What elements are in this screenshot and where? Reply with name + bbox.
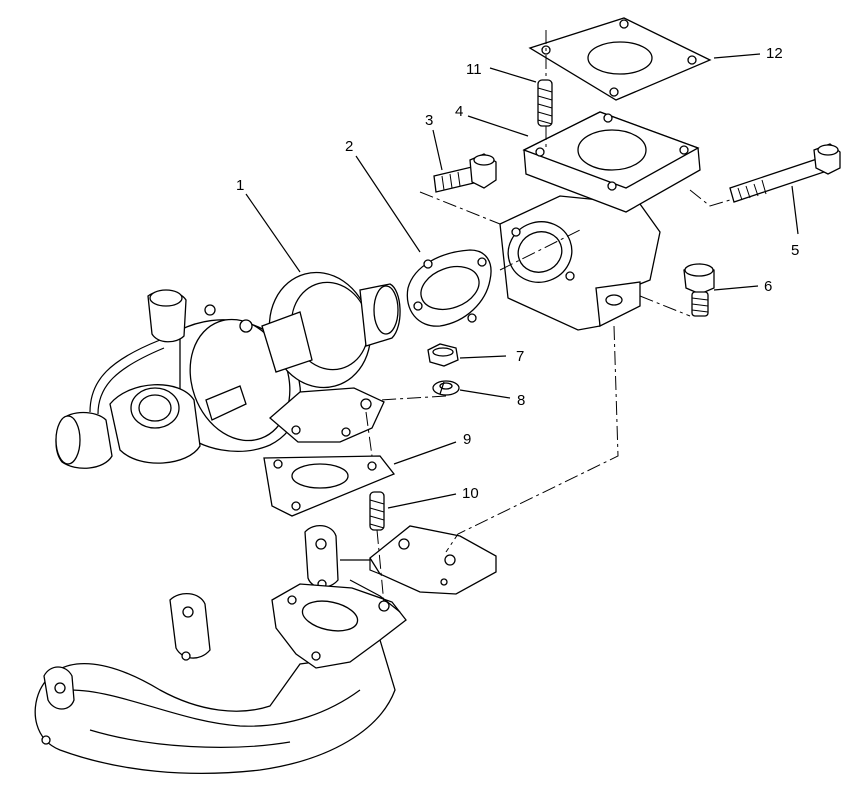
leader-6: [713, 285, 759, 291]
exhaust-manifold: [34, 525, 497, 775]
callout-10: 10: [462, 485, 479, 502]
callout-11: 11: [466, 61, 482, 78]
leader-4: [467, 115, 529, 137]
callout-4: 4: [455, 103, 463, 120]
stud-11: [537, 79, 553, 127]
leader-2: [355, 155, 421, 253]
gasket-12: [528, 17, 712, 101]
lock-washer-8: [432, 380, 460, 396]
callouts: 1 2 3 4 5 6 7 8 9 10 11 12: [236, 45, 799, 509]
callout-12: 12: [766, 45, 783, 62]
gasket-9: [263, 455, 396, 517]
leader-9: [393, 441, 457, 465]
leader-10: [387, 493, 457, 509]
callout-6: 6: [764, 278, 772, 295]
leader-3: [432, 129, 443, 171]
callout-7: 7: [516, 348, 524, 365]
assembly-center-lines: [365, 30, 731, 605]
leader-5: [791, 185, 799, 235]
leader-11: [489, 67, 537, 83]
callout-2: 2: [345, 138, 353, 155]
callout-9: 9: [463, 431, 471, 448]
bolt-3: [433, 153, 497, 193]
bolt-6: [683, 263, 715, 317]
gasket-2: [406, 249, 492, 327]
leader-1: [245, 193, 301, 273]
nut-7: [427, 343, 459, 367]
exhaust-elbow: [499, 111, 701, 331]
callout-5: 5: [791, 242, 799, 259]
turbocharger: [55, 271, 401, 469]
callout-3: 3: [425, 112, 433, 129]
leader-7: [459, 355, 507, 359]
leader-8: [459, 389, 511, 399]
bolt-5: [729, 143, 841, 203]
leader-12: [713, 53, 761, 59]
callout-8: 8: [517, 392, 525, 409]
callout-1: 1: [236, 177, 244, 194]
stud-10: [369, 491, 385, 531]
